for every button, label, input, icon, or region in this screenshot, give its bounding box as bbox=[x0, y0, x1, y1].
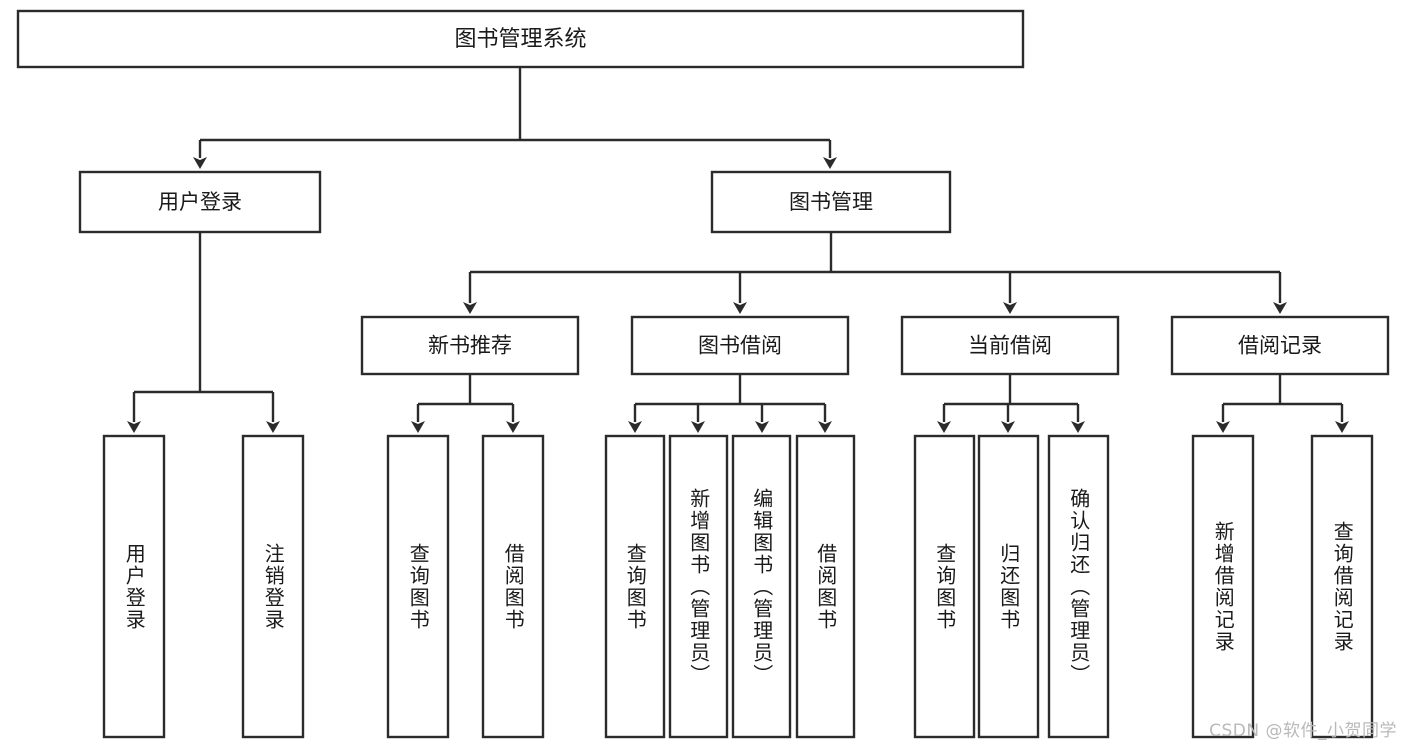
node-box-leaf-add-record[interactable] bbox=[1191, 434, 1255, 739]
node-labels: 图书管理系统 用户登录 图书管理 新书推荐 图书借阅 当前借阅 借阅记录 bbox=[158, 27, 1322, 358]
connectors bbox=[127, 67, 1349, 433]
node-label-root: 图书管理系统 bbox=[454, 27, 586, 52]
node-box-user-login[interactable] bbox=[78, 170, 322, 234]
node-box-leaf-user-logout[interactable] bbox=[241, 434, 305, 739]
node-box-root[interactable] bbox=[16, 9, 1025, 69]
node-box-borrow-record[interactable] bbox=[1170, 315, 1390, 376]
node-label-book-manage: 图书管理 bbox=[789, 190, 873, 214]
node-box-leaf-borrow-book-1[interactable] bbox=[481, 434, 545, 739]
node-label-new-book-rec: 新书推荐 bbox=[428, 334, 512, 358]
node-box-leaf-edit-book[interactable] bbox=[731, 434, 792, 739]
node-label-borrow-record: 借阅记录 bbox=[1238, 334, 1322, 358]
node-box-new-book-rec[interactable] bbox=[360, 315, 580, 376]
node-label-book-borrow: 图书借阅 bbox=[698, 334, 782, 358]
node-box-leaf-query-record[interactable] bbox=[1310, 434, 1374, 739]
node-box-leaf-query-book-3[interactable] bbox=[913, 434, 976, 739]
node-label-user-login: 用户登录 bbox=[158, 190, 242, 214]
node-box-leaf-user-login[interactable] bbox=[102, 434, 166, 739]
node-box-leaf-borrow-book-2[interactable] bbox=[795, 434, 856, 739]
node-box-current-borrow[interactable] bbox=[900, 315, 1120, 376]
node-box-book-manage[interactable] bbox=[710, 170, 952, 234]
node-box-leaf-add-book[interactable] bbox=[668, 434, 729, 739]
node-box-leaf-return-book[interactable] bbox=[977, 434, 1040, 739]
node-boxes bbox=[16, 9, 1390, 739]
csdn-watermark: CSDN @软件_小贺同学 bbox=[1209, 721, 1397, 741]
node-label-current-borrow: 当前借阅 bbox=[968, 334, 1052, 358]
node-box-leaf-query-book-1[interactable] bbox=[386, 434, 450, 739]
node-box-leaf-query-book-2[interactable] bbox=[604, 434, 666, 739]
node-box-book-borrow[interactable] bbox=[630, 315, 850, 376]
node-box-leaf-confirm-return[interactable] bbox=[1047, 434, 1110, 739]
